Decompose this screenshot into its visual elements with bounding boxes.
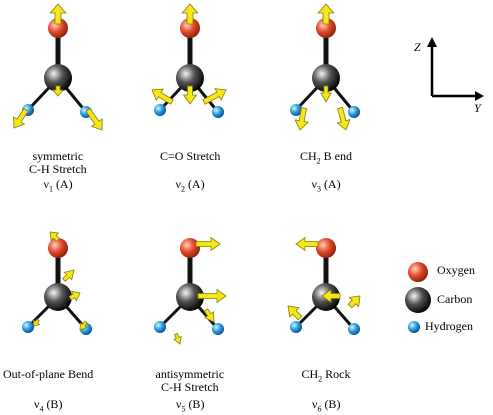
legend-oxygen-label: Oxygen bbox=[437, 263, 475, 277]
mode-3-name: CH2 B end bbox=[300, 149, 353, 166]
displacement-arrow bbox=[295, 236, 319, 252]
z-axis-label: Z bbox=[414, 40, 421, 54]
molecule-mode-1 bbox=[13, 3, 103, 131]
legend-hydrogen-swatch bbox=[408, 321, 420, 333]
displacement-arrow bbox=[151, 88, 174, 105]
displacement-arrow bbox=[182, 85, 198, 105]
displacement-arrow bbox=[32, 318, 41, 327]
displacement-arrow bbox=[49, 3, 67, 25]
hydrogen-atom bbox=[290, 321, 302, 333]
displacement-arrow bbox=[203, 308, 215, 323]
mode-3-symbol: ν3 (A) bbox=[311, 177, 341, 194]
y-axis-label: Y bbox=[474, 101, 481, 115]
displacement-arrow bbox=[173, 332, 182, 345]
mode-4-symbol: ν4 (B) bbox=[34, 397, 63, 414]
hydrogen-atom bbox=[212, 323, 224, 335]
legend-carbon-swatch bbox=[405, 287, 431, 313]
mode-4-name: Out-of-plane Bend bbox=[3, 367, 94, 381]
displacement-arrow bbox=[49, 231, 60, 242]
displacement-arrow bbox=[320, 85, 332, 103]
displacement-arrow bbox=[51, 85, 65, 97]
carbon-atom bbox=[312, 64, 340, 92]
displacement-arrow bbox=[197, 288, 227, 304]
displacement-arrow bbox=[347, 295, 361, 309]
displacement-arrow bbox=[336, 106, 351, 131]
displacement-arrow bbox=[287, 305, 303, 321]
oxygen-atom bbox=[180, 18, 200, 38]
displacement-arrow bbox=[62, 269, 75, 282]
legend-carbon-label: Carbon bbox=[437, 292, 473, 306]
hydrogen-atom bbox=[348, 323, 360, 335]
oxygen-atom bbox=[316, 238, 336, 258]
legend-oxygen-swatch bbox=[408, 262, 428, 282]
displacement-arrow bbox=[181, 3, 199, 25]
hydrogen-atom bbox=[348, 106, 360, 118]
molecule-mode-3 bbox=[290, 3, 360, 131]
carbon-atom bbox=[176, 283, 204, 311]
legend-hydrogen-label: Hydrogen bbox=[425, 319, 473, 333]
carbon-atom bbox=[44, 283, 72, 311]
mode-6-symbol: ν6 (B) bbox=[312, 397, 341, 414]
axes-glyph bbox=[427, 37, 484, 101]
hydrogen-atom bbox=[154, 321, 166, 333]
displacement-arrow bbox=[294, 107, 309, 131]
molecule-mode-4 bbox=[22, 231, 92, 335]
hydrogen-atom bbox=[154, 104, 166, 116]
displacement-arrow bbox=[321, 288, 341, 304]
displacement-arrow bbox=[79, 320, 88, 331]
oxygen-atom bbox=[48, 18, 68, 38]
carbon-atom bbox=[176, 64, 204, 92]
mode-1-symbol: ν1 (A) bbox=[43, 177, 73, 194]
hydrogen-atom bbox=[290, 104, 302, 116]
displacement-arrow bbox=[85, 108, 103, 131]
displacement-arrow bbox=[68, 290, 81, 302]
displacement-arrow bbox=[317, 3, 335, 25]
molecule-mode-2 bbox=[151, 3, 227, 118]
mode-2-symbol: ν2 (A) bbox=[175, 177, 205, 194]
displacement-arrow bbox=[13, 108, 29, 129]
hydrogen-atom bbox=[22, 321, 34, 333]
mode-6-name: CH2 Rock bbox=[301, 367, 351, 384]
oxygen-atom bbox=[316, 18, 336, 38]
mode-2-name: C=O Stretch bbox=[160, 149, 221, 163]
hydrogen-atom bbox=[212, 106, 224, 118]
carbon-atom bbox=[44, 64, 72, 92]
mode-5-symbol: ν5 (B) bbox=[176, 397, 205, 414]
oxygen-atom bbox=[48, 238, 68, 258]
molecule-mode-5 bbox=[154, 236, 227, 345]
oxygen-atom bbox=[180, 238, 200, 258]
displacement-arrow bbox=[195, 236, 221, 252]
displacement-arrow bbox=[202, 88, 227, 105]
molecule-mode-6 bbox=[287, 236, 361, 335]
